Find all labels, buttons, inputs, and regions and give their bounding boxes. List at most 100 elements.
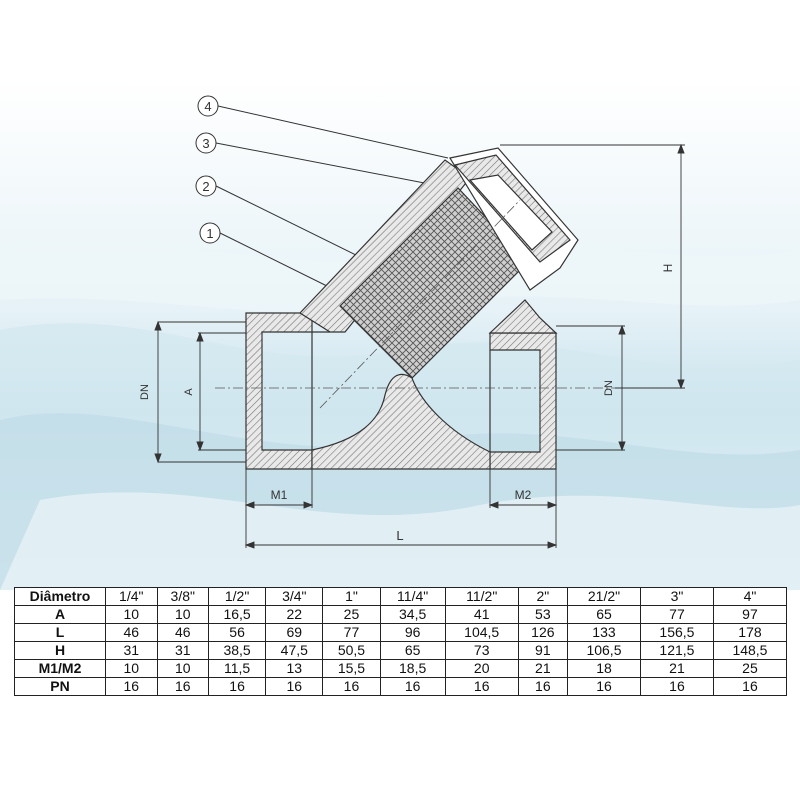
- dimension-lines: [154, 143, 685, 549]
- table-column-header: 11/4": [379, 587, 446, 606]
- dim-m2-label: M2: [515, 488, 532, 502]
- callout-2: 2: [195, 175, 363, 259]
- callout-3-label: 3: [202, 136, 209, 151]
- table-cell: 16: [567, 677, 641, 696]
- callout-3: 3: [195, 132, 441, 187]
- table-cell: 22: [265, 605, 324, 624]
- table-cell: 15,5: [322, 659, 381, 678]
- table-cell: 148,5: [712, 641, 788, 660]
- table-row-label: H: [14, 641, 106, 660]
- table-cell: 156,5: [639, 623, 714, 642]
- table-cell: 41: [444, 605, 519, 624]
- table-cell: 20: [444, 659, 519, 678]
- table-cell: 104,5: [444, 623, 519, 642]
- table-cell: 47,5: [265, 641, 324, 660]
- table-cell: 77: [322, 623, 381, 642]
- table-header-label: Diâmetro: [14, 587, 106, 606]
- table-row-label: L: [14, 623, 106, 642]
- table-cell: 31: [105, 641, 158, 660]
- table-cell: 126: [517, 623, 569, 642]
- table-column-header: 3/8": [156, 587, 209, 606]
- table-cell: 65: [567, 605, 641, 624]
- table-cell: 16: [105, 677, 158, 696]
- table-row-label: A: [14, 605, 106, 624]
- dim-dn-right-label: DN: [603, 380, 615, 396]
- table-cell: 16: [207, 677, 267, 696]
- table-cell: 46: [105, 623, 158, 642]
- table-cell: 21: [639, 659, 714, 678]
- table-cell: 18,5: [379, 659, 446, 678]
- callout-2-label: 2: [202, 179, 209, 194]
- table-cell: 56: [207, 623, 267, 642]
- table-cell: 73: [444, 641, 519, 660]
- table-column-header: 3": [639, 587, 714, 606]
- table-cell: 46: [156, 623, 209, 642]
- table-cell: 25: [712, 659, 788, 678]
- table-cell: 50,5: [322, 641, 381, 660]
- table-cell: 69: [265, 623, 324, 642]
- table-cell: 16: [517, 677, 569, 696]
- table-column-header: 1": [322, 587, 381, 606]
- table-column-header: 11/2": [444, 587, 519, 606]
- table-header-row: Diâmetro 1/4" 3/8" 1/2" 3/4" 1" 11/4" 11…: [14, 587, 788, 606]
- table-cell: 65: [379, 641, 446, 660]
- table-cell: 38,5: [207, 641, 267, 660]
- table-cell: 34,5: [379, 605, 446, 624]
- table-cell: 77: [639, 605, 714, 624]
- table-cell: 106,5: [567, 641, 641, 660]
- table-cell: 133: [567, 623, 641, 642]
- valve-body: [245, 147, 579, 470]
- table-cell: 16: [156, 677, 209, 696]
- table-cell: 13: [265, 659, 324, 678]
- table-cell: 16: [379, 677, 446, 696]
- callout-4: 4: [197, 95, 449, 159]
- dimension-labels: DN A DN H M1 M2 L: [139, 264, 675, 543]
- table-cell: 31: [156, 641, 209, 660]
- table-cell: 21: [517, 659, 569, 678]
- table-column-header: 3/4": [265, 587, 324, 606]
- table-cell: 91: [517, 641, 569, 660]
- table-cell: 16: [639, 677, 714, 696]
- table-column-header: 4": [712, 587, 788, 606]
- dim-m1-label: M1: [271, 488, 288, 502]
- dim-h-label: H: [661, 264, 675, 273]
- table-cell: 10: [105, 605, 158, 624]
- table-cell: 16: [444, 677, 519, 696]
- table-row-label: PN: [14, 677, 106, 696]
- extension-lines: [158, 144, 685, 548]
- dim-l-label: L: [396, 528, 403, 543]
- table-cell: 10: [105, 659, 158, 678]
- table-column-header: 1/4": [105, 587, 158, 606]
- table-cell: 178: [712, 623, 788, 642]
- dimensions-table: Diâmetro 1/4" 3/8" 1/2" 3/4" 1" 11/4" 11…: [14, 587, 788, 696]
- dim-a-label: A: [183, 388, 195, 396]
- table-cell: 97: [712, 605, 788, 624]
- centerlines: [215, 199, 615, 409]
- callout-1-label: 1: [206, 226, 213, 241]
- table-cell: 96: [379, 623, 446, 642]
- dim-dn-left-label: DN: [139, 384, 151, 400]
- table-cell: 16: [712, 677, 788, 696]
- callout-4-label: 4: [204, 99, 211, 114]
- table-column-header: 2": [517, 587, 569, 606]
- table-cell: 16,5: [207, 605, 267, 624]
- table-cell: 10: [156, 659, 209, 678]
- table-row-label: M1/M2: [14, 659, 106, 678]
- table-column-header: 1/2": [207, 587, 267, 606]
- table-cell: 18: [567, 659, 641, 678]
- table-cell: 25: [322, 605, 381, 624]
- table-cell: 16: [322, 677, 381, 696]
- callout-1: 1: [199, 222, 336, 291]
- table-cell: 53: [517, 605, 569, 624]
- table-cell: 11,5: [207, 659, 267, 678]
- table-cell: 16: [265, 677, 324, 696]
- table-cell: 121,5: [639, 641, 714, 660]
